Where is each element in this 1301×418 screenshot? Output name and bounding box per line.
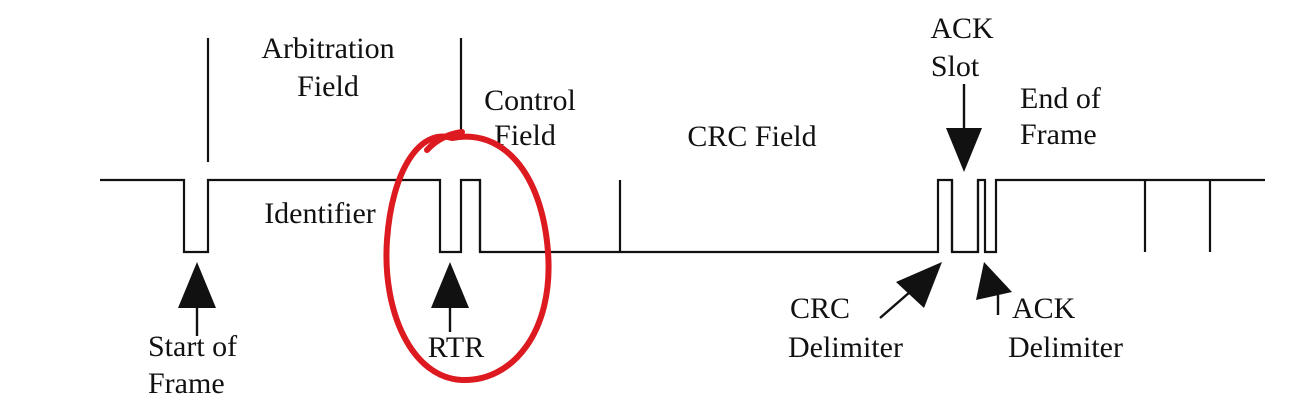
start-of-frame-arrow: [178, 262, 216, 336]
crc-delimiter-label-line1: CRC: [790, 292, 850, 325]
ack-delimiter-label-line1: ACK: [1012, 292, 1076, 325]
rtr-highlight-circle: [383, 129, 552, 384]
crc-field-label: CRC Field: [687, 120, 816, 153]
rtr-label: RTR: [428, 331, 485, 364]
ack-delimiter-label-line2: Delimiter: [1008, 331, 1123, 364]
start-of-frame-label-line1: Start of: [148, 330, 237, 363]
frame-waveform: [100, 178, 1265, 254]
ack-slot-label-line1: ACK: [930, 12, 994, 45]
arbitration-field-label-line2: Field: [297, 70, 359, 103]
ack-slot-label-line2: Slot: [931, 50, 980, 83]
end-of-frame-label-line2: Frame: [1020, 118, 1097, 151]
end-of-frame-label-line1: End of: [1020, 82, 1101, 115]
start-of-frame-label-line2: Frame: [148, 367, 225, 400]
control-field-label-line1: Control: [484, 84, 576, 117]
crc-delimiter-arrow: [879, 262, 942, 319]
crc-delimiter-label-line2: Delimiter: [788, 331, 903, 364]
identifier-label: Identifier: [264, 197, 376, 230]
ack-delimiter-arrow: [976, 262, 1012, 315]
rtr-arrow: [431, 262, 469, 332]
arbitration-field-label-line1: Arbitration: [261, 32, 394, 65]
ack-slot-arrow: [946, 84, 982, 172]
